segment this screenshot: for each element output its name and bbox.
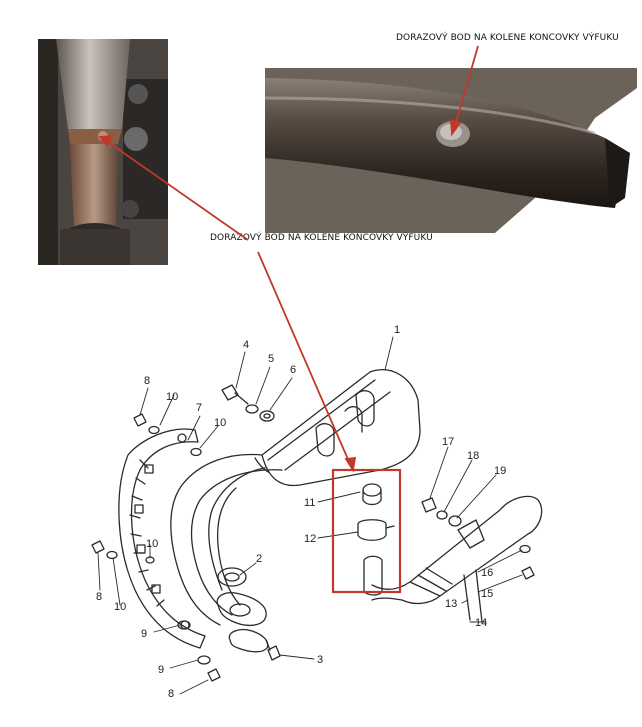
- bolt-3: [265, 639, 281, 661]
- photo-exhaust-joint-image: [38, 39, 168, 265]
- photo-exhaust-joint: [38, 39, 168, 265]
- leader-lines: [97, 336, 523, 695]
- part-number: 12: [304, 533, 316, 545]
- gasket-2: [217, 567, 247, 587]
- annotation-middle: DORAZOVÝ BOD NA KOLENE KONCOVKY VÝFUKU: [210, 233, 433, 243]
- silencer-tail: [371, 495, 543, 623]
- annotation-top: DORAZOVÝ BOD NA KOLENE KONCOVKY VÝFUKU: [396, 33, 619, 43]
- photo-exhaust-pipe-closeup: [265, 68, 637, 233]
- part-number: 11: [304, 497, 315, 509]
- arrow-top-line: [454, 45, 479, 127]
- part-number: 10: [146, 538, 158, 550]
- part-number: 5: [268, 353, 274, 365]
- part-number: 9: [141, 628, 147, 640]
- part-number: 6: [290, 364, 296, 376]
- part-number: 16: [481, 567, 493, 579]
- part-number: 17: [442, 436, 454, 448]
- fasteners-8-10: [91, 413, 221, 682]
- arrow-left-head: [98, 134, 114, 147]
- arrow-down-line: [257, 251, 351, 465]
- part-number: 3: [317, 654, 323, 666]
- part-number: 9: [158, 664, 164, 676]
- heat-shield: [118, 428, 206, 649]
- clamp-parts: [357, 483, 395, 596]
- photo-exhaust-pipe-closeup-image: [265, 68, 637, 233]
- part-number: 2: [256, 553, 262, 565]
- red-arrows: [98, 45, 479, 473]
- arrow-down-head: [344, 456, 357, 473]
- part-number: 8: [168, 688, 174, 700]
- part-number: 14: [475, 617, 487, 629]
- highlight-box: [331, 468, 402, 594]
- exhaust-headers: [170, 453, 283, 626]
- part-number: 10: [114, 601, 126, 613]
- part-number: 18: [467, 450, 479, 462]
- part-number: 19: [494, 465, 506, 477]
- flanges: [216, 592, 269, 653]
- part-number: 4: [243, 339, 249, 351]
- muffler: [261, 369, 421, 487]
- part-number: 15: [481, 588, 493, 600]
- arrow-top-head: [450, 118, 462, 137]
- part-number: 10: [214, 417, 226, 429]
- arrow-left-line: [107, 141, 249, 241]
- part-number: 1: [394, 324, 400, 336]
- bolt-4-assembly: [221, 384, 275, 422]
- part-labels: 1 2 3 4 5 6 7 8 8 8 9 9 10 10 10 10 11 1…: [96, 324, 506, 700]
- part-number: 8: [96, 591, 102, 603]
- part-number: 7: [196, 402, 202, 414]
- part-number: 13: [445, 598, 457, 610]
- part-number: 8: [144, 375, 150, 387]
- part-number: 10: [166, 391, 178, 403]
